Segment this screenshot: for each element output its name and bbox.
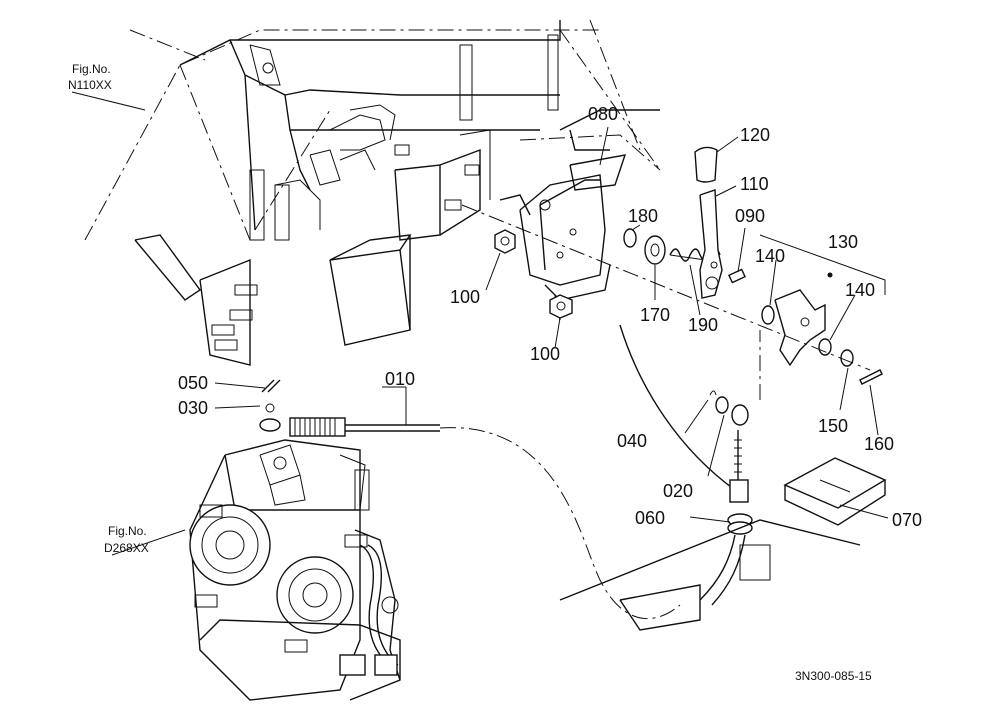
callout-170: 170 <box>640 305 670 325</box>
bushing-140-left <box>761 305 775 325</box>
callout-060: 060 <box>635 508 665 528</box>
floor-panel <box>559 519 861 631</box>
grip-120 <box>694 146 718 183</box>
cover-070 <box>783 457 887 526</box>
callout-030: 030 <box>178 398 208 418</box>
callout-050: 050 <box>178 373 208 393</box>
frame-studs <box>134 144 480 366</box>
callout-020: 020 <box>663 481 693 501</box>
fig-ref-line1: Fig.No. <box>108 524 147 538</box>
transmission-housing <box>189 439 401 701</box>
callout-080: 080 <box>588 104 618 124</box>
figure-reference-left: Fig.No. D268XX <box>104 524 149 555</box>
leader-lines <box>71 91 889 556</box>
fig-ref-line2: N110XX <box>68 78 112 92</box>
fig-ref-line1: Fig.No. <box>72 62 111 76</box>
clip-050 <box>261 379 281 393</box>
pin-090 <box>728 268 746 284</box>
chassis-frame <box>84 19 661 241</box>
nut-100-lower <box>549 294 573 319</box>
callout-150: 150 <box>818 416 848 436</box>
washer-180 <box>623 228 637 248</box>
washer-170 <box>644 235 666 265</box>
bracket-080 <box>499 154 627 321</box>
assembly-axis <box>461 204 871 371</box>
callout-110: 110 <box>740 174 769 194</box>
bushing-140-right <box>818 338 832 356</box>
cable-010 <box>259 324 736 620</box>
callout-010: 010 <box>385 369 415 389</box>
callout-190: 190 <box>688 315 718 335</box>
callout-140-right: 140 <box>845 280 875 300</box>
callout-130: 130 <box>828 232 858 252</box>
part-callouts: 010 020 030 040 050 060 070 080 090 100 … <box>178 104 922 530</box>
figure-reference-top: Fig.No. N110XX <box>68 62 112 92</box>
callout-090: 090 <box>735 206 765 226</box>
chassis-brackets <box>249 129 491 346</box>
callout-180: 180 <box>628 206 658 226</box>
pedal-linkage <box>309 104 396 186</box>
callout-100-lower: 100 <box>530 344 560 364</box>
fig-ref-line2: D268XX <box>104 541 149 555</box>
nut-100-upper <box>494 229 516 254</box>
cotter-pin-160 <box>859 369 883 385</box>
callout-160: 160 <box>864 434 894 454</box>
washer-150 <box>840 349 854 367</box>
callout-070: 070 <box>892 510 922 530</box>
callout-040: 040 <box>617 431 647 451</box>
callout-100-upper: 100 <box>450 287 480 307</box>
assembly-130 <box>759 234 886 367</box>
callout-120: 120 <box>740 125 770 145</box>
drawing-code: 3N300-085-15 <box>795 669 872 683</box>
callout-140-left: 140 <box>755 246 785 266</box>
lever-110 <box>699 189 723 299</box>
